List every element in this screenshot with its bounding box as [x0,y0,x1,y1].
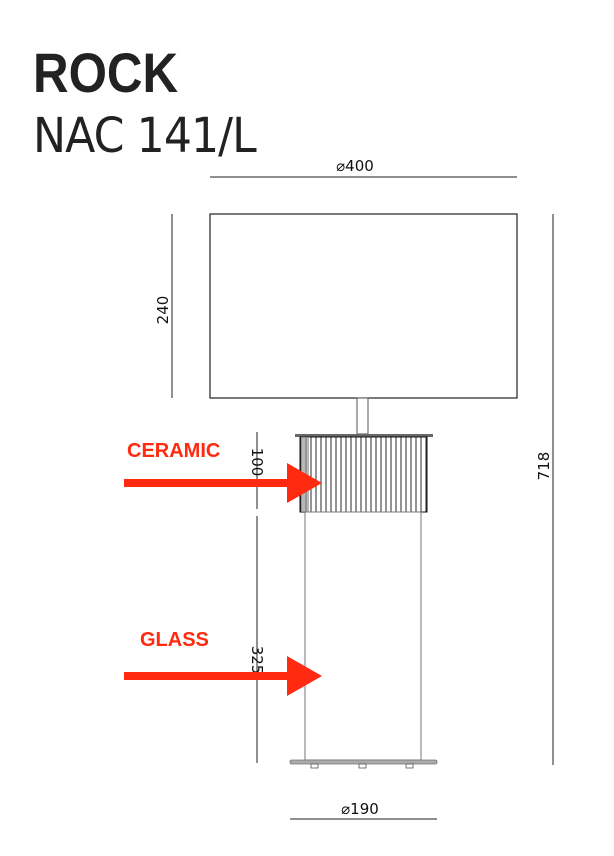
base-diameter-label: ⌀190 [341,800,379,818]
shade-height-label: 240 [154,296,172,325]
glass-arrow-icon [124,656,322,696]
model-code: NAC 141/L [33,108,257,164]
ceramic-top-plate [295,434,433,437]
total-height-label: 718 [535,452,553,481]
ceramic-height-label: 100 [248,448,266,477]
glass-height-label: 325 [248,646,266,675]
ceramic-arrow-icon [124,463,322,503]
foot [405,763,414,769]
lamp-stem [356,397,369,435]
lampshade [209,213,518,399]
base-plate [289,759,438,765]
glass-label: GLASS [140,629,209,651]
foot [310,763,319,769]
glass-body [304,511,422,761]
ceramic-label: CERAMIC [127,440,220,462]
foot [358,763,367,769]
ceramic-body [299,436,428,513]
shade-diameter-label: ⌀400 [336,157,374,175]
product-name: ROCK [33,41,179,104]
